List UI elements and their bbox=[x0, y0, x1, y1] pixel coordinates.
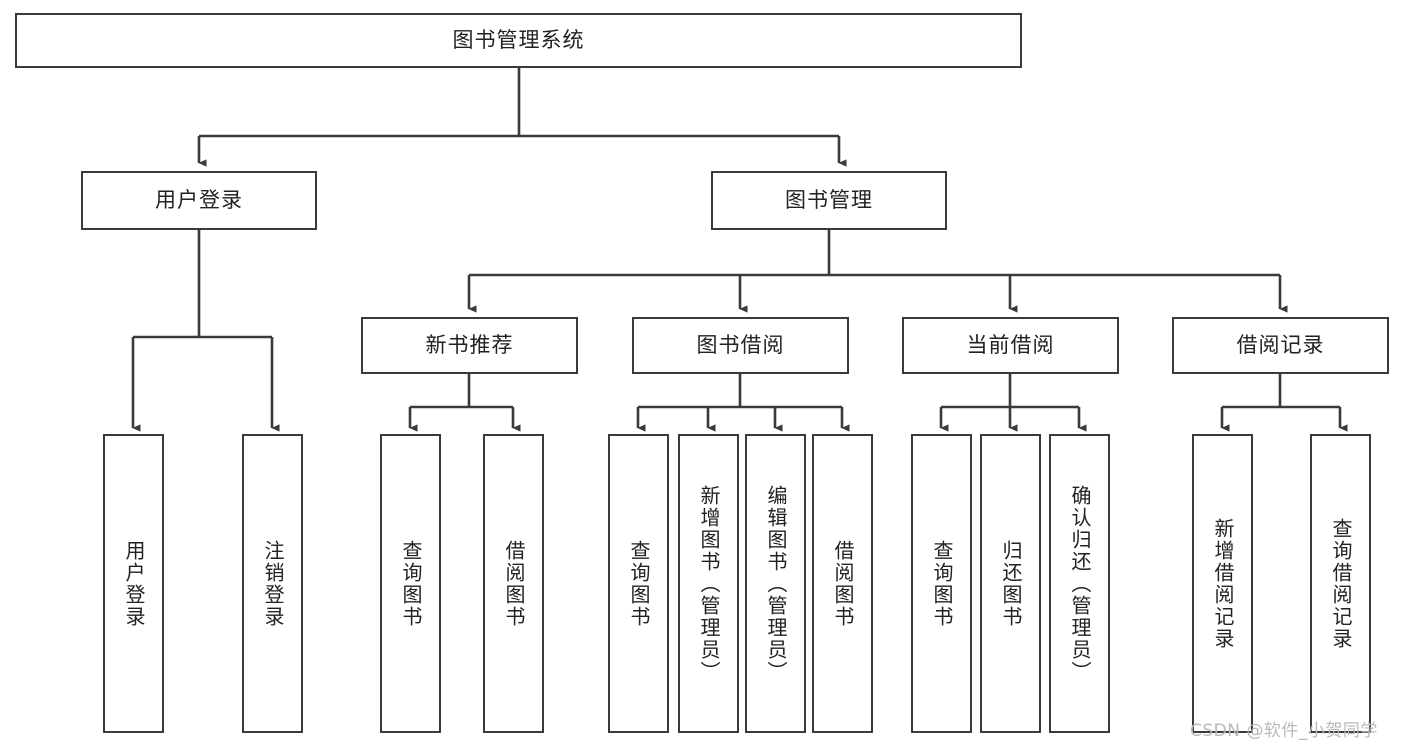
leaf-current-borrow-query-book[interactable]: 查询图书 bbox=[911, 434, 972, 733]
node-label: 归还图书 bbox=[999, 539, 1023, 628]
leaf-book-borrow-add-book-admin[interactable]: 新增图书（管理员） bbox=[678, 434, 739, 733]
leaf-current-borrow-confirm-return-admin[interactable]: 确认归还（管理员） bbox=[1049, 434, 1110, 733]
leaf-book-borrow-edit-book-admin[interactable]: 编辑图书（管理员） bbox=[745, 434, 806, 733]
node-label: 查询图书 bbox=[627, 539, 651, 628]
node-label: 借阅图书 bbox=[502, 539, 526, 628]
leaf-book-borrow-query-book[interactable]: 查询图书 bbox=[608, 434, 669, 733]
node-label: 确认归还（管理员） bbox=[1068, 484, 1092, 683]
node-label: 用户登录 bbox=[122, 539, 146, 628]
csdn-watermark: CSDN @软件_小贺同学 bbox=[1190, 716, 1378, 741]
leaf-current-borrow-return-book[interactable]: 归还图书 bbox=[980, 434, 1041, 733]
node-label: 借阅记录 bbox=[1236, 333, 1325, 358]
leaf-borrow-records-query-record[interactable]: 查询借阅记录 bbox=[1310, 434, 1371, 733]
node-user-login[interactable]: 用户登录 bbox=[81, 171, 317, 230]
node-label: 用户登录 bbox=[155, 188, 243, 213]
node-label: 当前借阅 bbox=[966, 333, 1055, 358]
node-root-library-management-system[interactable]: 图书管理系统 bbox=[15, 13, 1022, 68]
node-borrow-records[interactable]: 借阅记录 bbox=[1172, 317, 1389, 374]
node-label: 借阅图书 bbox=[831, 539, 855, 628]
node-label: 图书借阅 bbox=[696, 333, 785, 358]
node-label: 图书管理 bbox=[785, 188, 873, 213]
leaf-new-book-borrow-book[interactable]: 借阅图书 bbox=[483, 434, 544, 733]
watermark-text: CSDN @软件_小贺同学 bbox=[1190, 721, 1378, 741]
node-label: 编辑图书（管理员） bbox=[764, 484, 788, 683]
node-label: 图书管理系统 bbox=[452, 28, 585, 53]
node-label: 查询借阅记录 bbox=[1329, 517, 1353, 650]
node-label: 新增图书（管理员） bbox=[697, 484, 721, 683]
node-book-borrow[interactable]: 图书借阅 bbox=[632, 317, 849, 374]
leaf-new-book-query-book[interactable]: 查询图书 bbox=[380, 434, 441, 733]
node-book-management[interactable]: 图书管理 bbox=[711, 171, 947, 230]
node-label: 注销登录 bbox=[261, 539, 285, 628]
leaf-user-login-signout[interactable]: 注销登录 bbox=[242, 434, 303, 733]
node-label: 查询图书 bbox=[930, 539, 954, 628]
leaf-borrow-records-add-record[interactable]: 新增借阅记录 bbox=[1192, 434, 1253, 733]
node-current-borrow[interactable]: 当前借阅 bbox=[902, 317, 1119, 374]
leaf-book-borrow-borrow-book[interactable]: 借阅图书 bbox=[812, 434, 873, 733]
node-new-book-recommend[interactable]: 新书推荐 bbox=[361, 317, 578, 374]
node-label: 查询图书 bbox=[399, 539, 423, 628]
node-label: 新书推荐 bbox=[425, 333, 514, 358]
node-label: 新增借阅记录 bbox=[1211, 517, 1235, 650]
leaf-user-login-signin[interactable]: 用户登录 bbox=[103, 434, 164, 733]
